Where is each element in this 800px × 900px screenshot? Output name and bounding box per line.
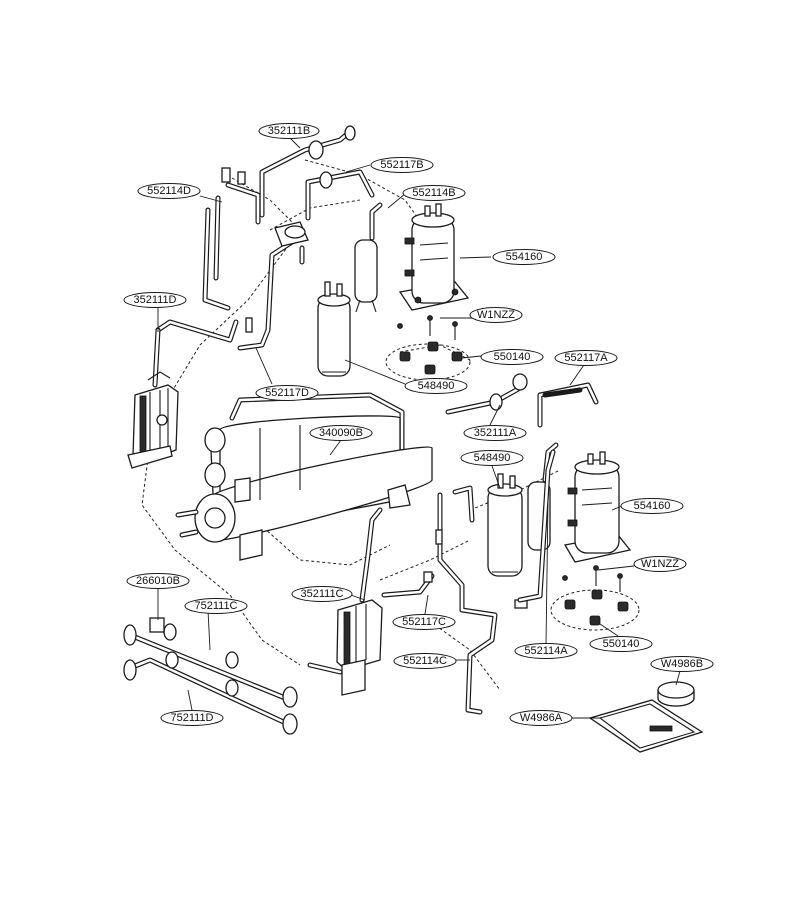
svg-text:550140: 550140 [494,351,531,363]
label-552114B: 552114B [402,185,466,201]
cap-W4986B [657,681,695,707]
accumulator-top [354,202,383,313]
svg-text:W1NZZ: W1NZZ [477,309,515,321]
pipe-assembly-352111A [445,373,528,415]
svg-text:752111D: 752111D [170,712,213,724]
rubber-feet-550140-top [385,341,471,381]
label-552114C: 552114C [393,653,457,669]
label-266010B: 266010B [126,573,190,589]
pipe-assembly-552114D [202,167,261,311]
svg-text:554160: 554160 [506,251,543,263]
screws-W1NZZ-bottom [562,565,623,592]
label-552114A: 552114A [514,643,578,659]
svg-text:266010B: 266010B [136,575,180,587]
svg-text:552117A: 552117A [564,352,608,364]
pipe-assembly-552114C [435,485,528,715]
pipe-assembly-552117A [537,382,599,428]
label-W1NZZ-top: W1NZZ [469,307,523,323]
label-752111D: 752111D [160,710,224,726]
svg-text:340090B: 340090B [319,427,363,439]
pipe-assembly-552117B [305,169,375,221]
label-352111C: 352111C [291,586,353,602]
label-554160-bottom: 554160 [620,498,684,514]
rubber-feet-550140-bottom [550,589,640,631]
label-554160-top: 554160 [492,249,556,265]
svg-text:552114B: 552114B [412,187,455,199]
label-552117D: 552117D [255,385,319,401]
svg-text:352111C: 352111C [300,588,343,600]
valve-block-352111C [307,507,383,696]
header-pipe-752111D [123,651,298,735]
label-552117A: 552117A [554,350,618,366]
label-552114D: 552114D [137,183,201,199]
svg-text:352111A: 352111A [474,427,517,439]
svg-text:548490: 548490 [474,452,511,464]
valve-block-left [127,371,179,469]
label-752111C: 752111C [184,598,248,614]
svg-text:W1NZZ: W1NZZ [641,558,679,570]
svg-text:552114A: 552114A [524,645,568,657]
svg-text:550140: 550140 [603,638,640,650]
svg-text:552117D: 552117D [265,387,309,399]
svg-text:548490: 548490 [418,380,455,392]
svg-text:352111B: 352111B [268,125,310,137]
svg-text:W4986A: W4986A [520,712,563,724]
label-W4986B: W4986B [650,656,714,672]
label-550140-top: 550140 [480,349,544,365]
svg-text:352111D: 352111D [133,294,176,306]
svg-text:552114C: 552114C [403,655,447,667]
pipe-assembly-552114A [517,449,556,603]
pipe-assembly-352111D [152,317,253,388]
receiver-548490-top [317,281,351,377]
label-340090B: 340090B [309,425,373,441]
base-plate-W4986A [588,699,704,753]
label-W4986A: W4986A [509,710,573,726]
pipe-assembly-552117C [381,571,435,598]
svg-text:552117B: 552117B [380,159,423,171]
svg-text:552117C: 552117C [402,616,446,628]
heat-exchanger-340090B [175,392,433,561]
label-550140-bottom: 550140 [589,636,653,652]
label-352111A: 352111A [463,425,527,441]
compressor-554160-bottom [563,451,632,563]
svg-text:552114D: 552114D [147,185,191,197]
header-pipe-752111C [123,617,298,708]
receiver-548490-bottom [487,473,523,577]
svg-text:554160: 554160 [634,500,671,512]
screws-W1NZZ-top [397,315,458,340]
label-352111B: 352111B [258,123,320,139]
label-W1NZZ-bottom: W1NZZ [633,556,687,572]
label-548490-top: 548490 [404,378,468,394]
svg-text:W4986B: W4986B [661,658,703,670]
label-352111D: 352111D [123,292,187,308]
compressor-554160-top [398,203,470,311]
label-548490-bottom: 548490 [460,450,524,466]
label-552117C: 552117C [392,614,456,630]
pipe-assembly-352111B [259,125,356,218]
label-552117B: 552117B [370,157,434,173]
svg-text:752111C: 752111C [194,600,237,612]
pipe-assembly-552117D [237,221,309,351]
